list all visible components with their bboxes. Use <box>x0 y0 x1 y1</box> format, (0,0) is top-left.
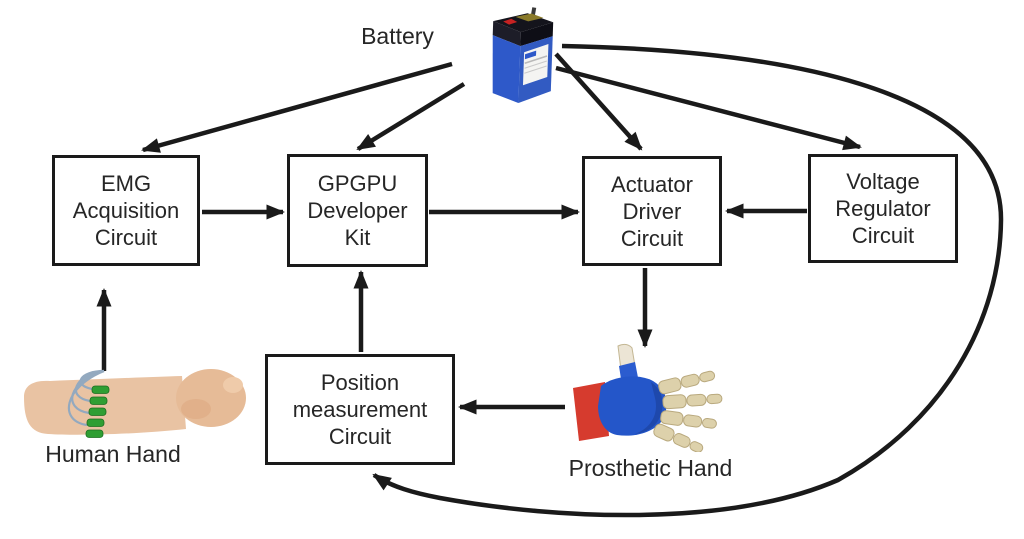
emg-wires <box>67 369 105 427</box>
node-label-line: Circuit <box>328 424 392 449</box>
arrow-battery-to-gpgpu <box>356 82 466 151</box>
node-label-line: Circuit <box>94 225 158 250</box>
node-label-line: Developer <box>307 198 408 223</box>
arrow-battery-to-actuator <box>554 52 643 151</box>
arrow-battery-to-voltage <box>555 65 862 151</box>
arrow-battery-to-emg <box>141 61 453 153</box>
forearm-shape <box>24 376 186 435</box>
node-label-line: Voltage <box>846 169 920 194</box>
node-label-line: Kit <box>344 225 371 250</box>
node-gpgpu-developer-kit: GPGPU Developer Kit <box>287 154 428 267</box>
node-label-line: Circuit <box>620 225 684 251</box>
node-label-line: Acquisition <box>72 198 180 223</box>
skeletal-fingers <box>653 370 723 452</box>
human-hand-label: Human Hand <box>45 441 181 467</box>
arrow-battery-to-position-curve <box>372 43 1004 518</box>
human-hand-image <box>24 369 246 438</box>
emg-electrodes <box>85 385 110 438</box>
node-label-line: Regulator <box>835 196 931 221</box>
node-position-measurement-circuit: Position measurement Circuit <box>265 354 455 465</box>
node-label-line: Position <box>320 370 400 395</box>
node-emg-acquisition-circuit: EMG Acquisition Circuit <box>52 155 200 266</box>
node-actuator-driver-circuit: Actuator Driver Circuit <box>582 156 722 266</box>
node-voltage-regulator-circuit: Voltage Regulator Circuit <box>808 154 958 263</box>
node-label-line: measurement <box>292 397 428 422</box>
node-label-line: GPGPU <box>317 171 398 196</box>
prosthetic-hand-label: Prosthetic Hand <box>568 455 733 481</box>
battery-label: Battery <box>361 23 434 49</box>
prosthetic-hand-image <box>573 343 723 452</box>
knuckle-highlight <box>223 377 243 393</box>
node-label-line: Driver <box>622 198 682 224</box>
blue-palm <box>598 376 667 436</box>
battery-icon <box>492 7 554 104</box>
node-label-line: Circuit <box>851 223 915 248</box>
thumb-fold <box>181 399 211 419</box>
node-label-line: EMG <box>100 171 152 196</box>
palm-shading <box>635 382 663 434</box>
node-label-line: Actuator <box>611 171 693 197</box>
